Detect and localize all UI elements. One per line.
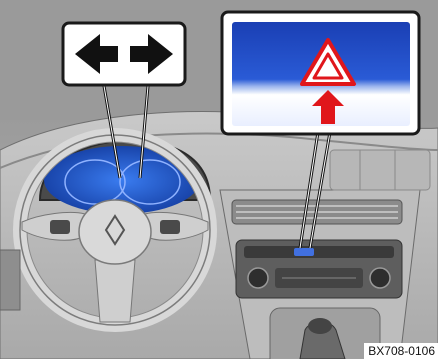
figure-code: BX708-0106	[364, 343, 438, 359]
hazard-switch[interactable]	[294, 248, 314, 256]
turn-signal-callout	[63, 23, 185, 85]
center-control-panel	[236, 240, 402, 298]
hazard-callout	[222, 12, 419, 134]
